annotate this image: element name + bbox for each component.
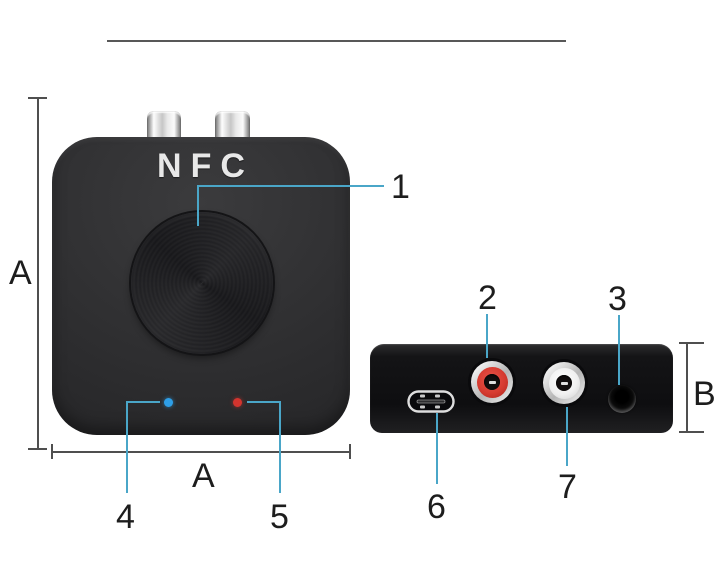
callout-6-line-vertical: [436, 413, 438, 484]
rca-jack-white-highlight: [560, 382, 568, 385]
front-height-dim-label: A: [9, 254, 32, 292]
front-width-dimension-tick-left: [51, 444, 53, 459]
callout-4-line-horizontal: [126, 401, 160, 403]
front-rca-connector-right: [215, 111, 250, 138]
top-divider-line: [107, 40, 566, 42]
callout-1-line-vertical: [197, 185, 199, 226]
front-width-dimension-tick-right: [349, 444, 351, 459]
usb-c-port: [407, 390, 455, 413]
front-width-dimension-line: [52, 451, 351, 453]
callout-3-label: 3: [608, 280, 627, 318]
callout-4-line-vertical: [126, 401, 128, 493]
side-depth-dimension-cap-top: [679, 342, 704, 344]
front-height-dimension-line: [37, 98, 39, 450]
callout-5-line-horizontal: [247, 401, 281, 403]
rca-jack-red-hole: [484, 374, 500, 390]
callout-1-label: 1: [391, 168, 410, 206]
rca-jack-white: [540, 359, 588, 407]
rca-jack-red-ring: [471, 361, 513, 403]
rca-jack-white-ring: [543, 362, 585, 404]
rca-jack-red-insulator: [476, 366, 508, 398]
front-width-dim-label: A: [192, 457, 215, 495]
aux-jack-3-5mm: [608, 385, 636, 413]
side-depth-dimension-cap-bottom: [679, 431, 704, 433]
volume-dial: [131, 212, 273, 354]
callout-5-line-vertical: [279, 401, 281, 493]
callout-4-label: 4: [116, 498, 135, 536]
rca-jack-white-insulator: [548, 367, 580, 399]
rca-jack-red: [468, 358, 516, 406]
front-height-dimension-cap-top: [28, 97, 47, 99]
rca-jack-red-highlight: [488, 381, 496, 384]
led-indicator-red: [233, 398, 242, 407]
callout-7-label: 7: [558, 468, 577, 506]
rca-jack-white-hole: [556, 375, 572, 391]
side-depth-dim-label: B: [693, 375, 716, 413]
front-height-dimension-cap-bottom: [28, 448, 47, 450]
led-indicator-blue: [164, 398, 173, 407]
front-rca-connector-left: [147, 111, 181, 138]
callout-2-line-vertical: [486, 314, 488, 358]
callout-2-label: 2: [478, 279, 497, 317]
callout-1-line-horizontal: [197, 185, 384, 187]
callout-3-line-vertical: [618, 315, 620, 385]
side-depth-dimension-line: [686, 343, 688, 433]
callout-6-label: 6: [427, 488, 446, 526]
callout-7-line-vertical: [566, 407, 568, 466]
callout-5-label: 5: [270, 498, 289, 536]
nfc-logo-label: NFC: [157, 147, 254, 185]
